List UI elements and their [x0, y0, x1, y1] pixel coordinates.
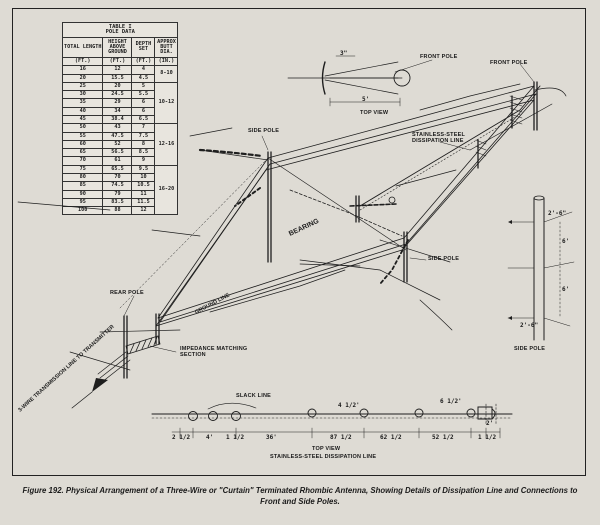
dim-seg3: 1 1/2 [226, 434, 245, 441]
figure-caption: Figure 192. Physical Arrangement of a Th… [22, 486, 578, 506]
front-pole-detail [475, 95, 523, 157]
dim-detail-mid2: 6' [562, 286, 570, 293]
dim-seg4: 36' [266, 434, 277, 441]
dim-seg7: 52 1/2 [432, 434, 454, 441]
top-view-inset [287, 55, 433, 107]
table-cell: 12 [131, 206, 156, 216]
header-height: HEIGHT ABOVE GROUND [102, 36, 133, 59]
dim-detail-lower: 2'-6" [520, 322, 539, 329]
dim-seg2: 4' [206, 434, 214, 441]
transmission-line-label: 3-WIRE TRANSMISSION LINE TO TRANSMITTER [17, 324, 115, 413]
side-pole-detail-label: SIDE POLE [514, 346, 546, 352]
front-pole-label: FRONT POLE [490, 60, 528, 66]
dim-seg5: 87 1/2 [330, 434, 352, 441]
terrain-lines [17, 83, 567, 371]
dim-seg1: 2 1/2 [172, 434, 191, 441]
dim-top-span: 5' [362, 96, 370, 103]
bottom-top-view [151, 402, 513, 439]
table-caption-line2: POLE DATA [105, 28, 135, 35]
dim-small3: 2' [486, 420, 494, 427]
bottom-dissipation-label: STAINLESS-STEEL DISSIPATION LINE [270, 454, 377, 460]
leader-lines [123, 63, 535, 353]
bearing-label: BEARING [288, 218, 321, 238]
figure-frame [12, 8, 586, 476]
table-caption-line1: TABLE I [108, 23, 132, 30]
ground-line-label: GROUND LINE [194, 292, 231, 316]
butt-diameter-cell: 12-16 [154, 123, 179, 166]
dim-detail-upper: 2'-6" [548, 210, 567, 217]
pole-data-table: TABLE I POLE DATA TOTAL LENGTH HEIGHT AB… [61, 22, 179, 216]
header-butt-dia: APPROX BUTT DIA. [154, 36, 179, 59]
top-view-label: TOP VIEW [360, 110, 389, 116]
dim-seg8: 1 1/2 [478, 434, 497, 441]
side-pole-upper-label: SIDE POLE [248, 128, 280, 134]
impedance-section-drawing [71, 335, 161, 409]
rear-pole-label: REAR POLE [110, 290, 144, 296]
rhombic-wires [119, 85, 537, 327]
side-pole-lower-label: SIDE POLE [428, 256, 460, 262]
dissipation-line-label: STAINLESS-STEEL DISSIPATION LINE [412, 132, 465, 145]
front-pole-top-view-label: FRONT POLE [420, 54, 458, 60]
impedance-section-label: IMPEDANCE MATCHING SECTION [180, 346, 248, 359]
table-cell: 100 [61, 206, 104, 216]
slack-line-label: SLACK LINE [236, 393, 271, 399]
unit-cell: (IN.) [154, 56, 179, 67]
side-pole-detail [507, 195, 575, 341]
dim-detail-mid1: 6' [562, 238, 570, 245]
dim-seg6: 62 1/2 [380, 434, 402, 441]
dim-small1: 4 1/2' [338, 402, 360, 409]
poles [123, 81, 538, 379]
dim-small2: 6 1/2' [440, 398, 462, 405]
dim-top-angle: 3" [340, 50, 348, 57]
dissipation-line-drawing [359, 85, 541, 211]
butt-diameter-cell: 10-12 [154, 81, 179, 125]
bottom-top-view-label: TOP VIEW [312, 446, 341, 452]
butt-diameter-cell: 16-20 [154, 164, 179, 216]
